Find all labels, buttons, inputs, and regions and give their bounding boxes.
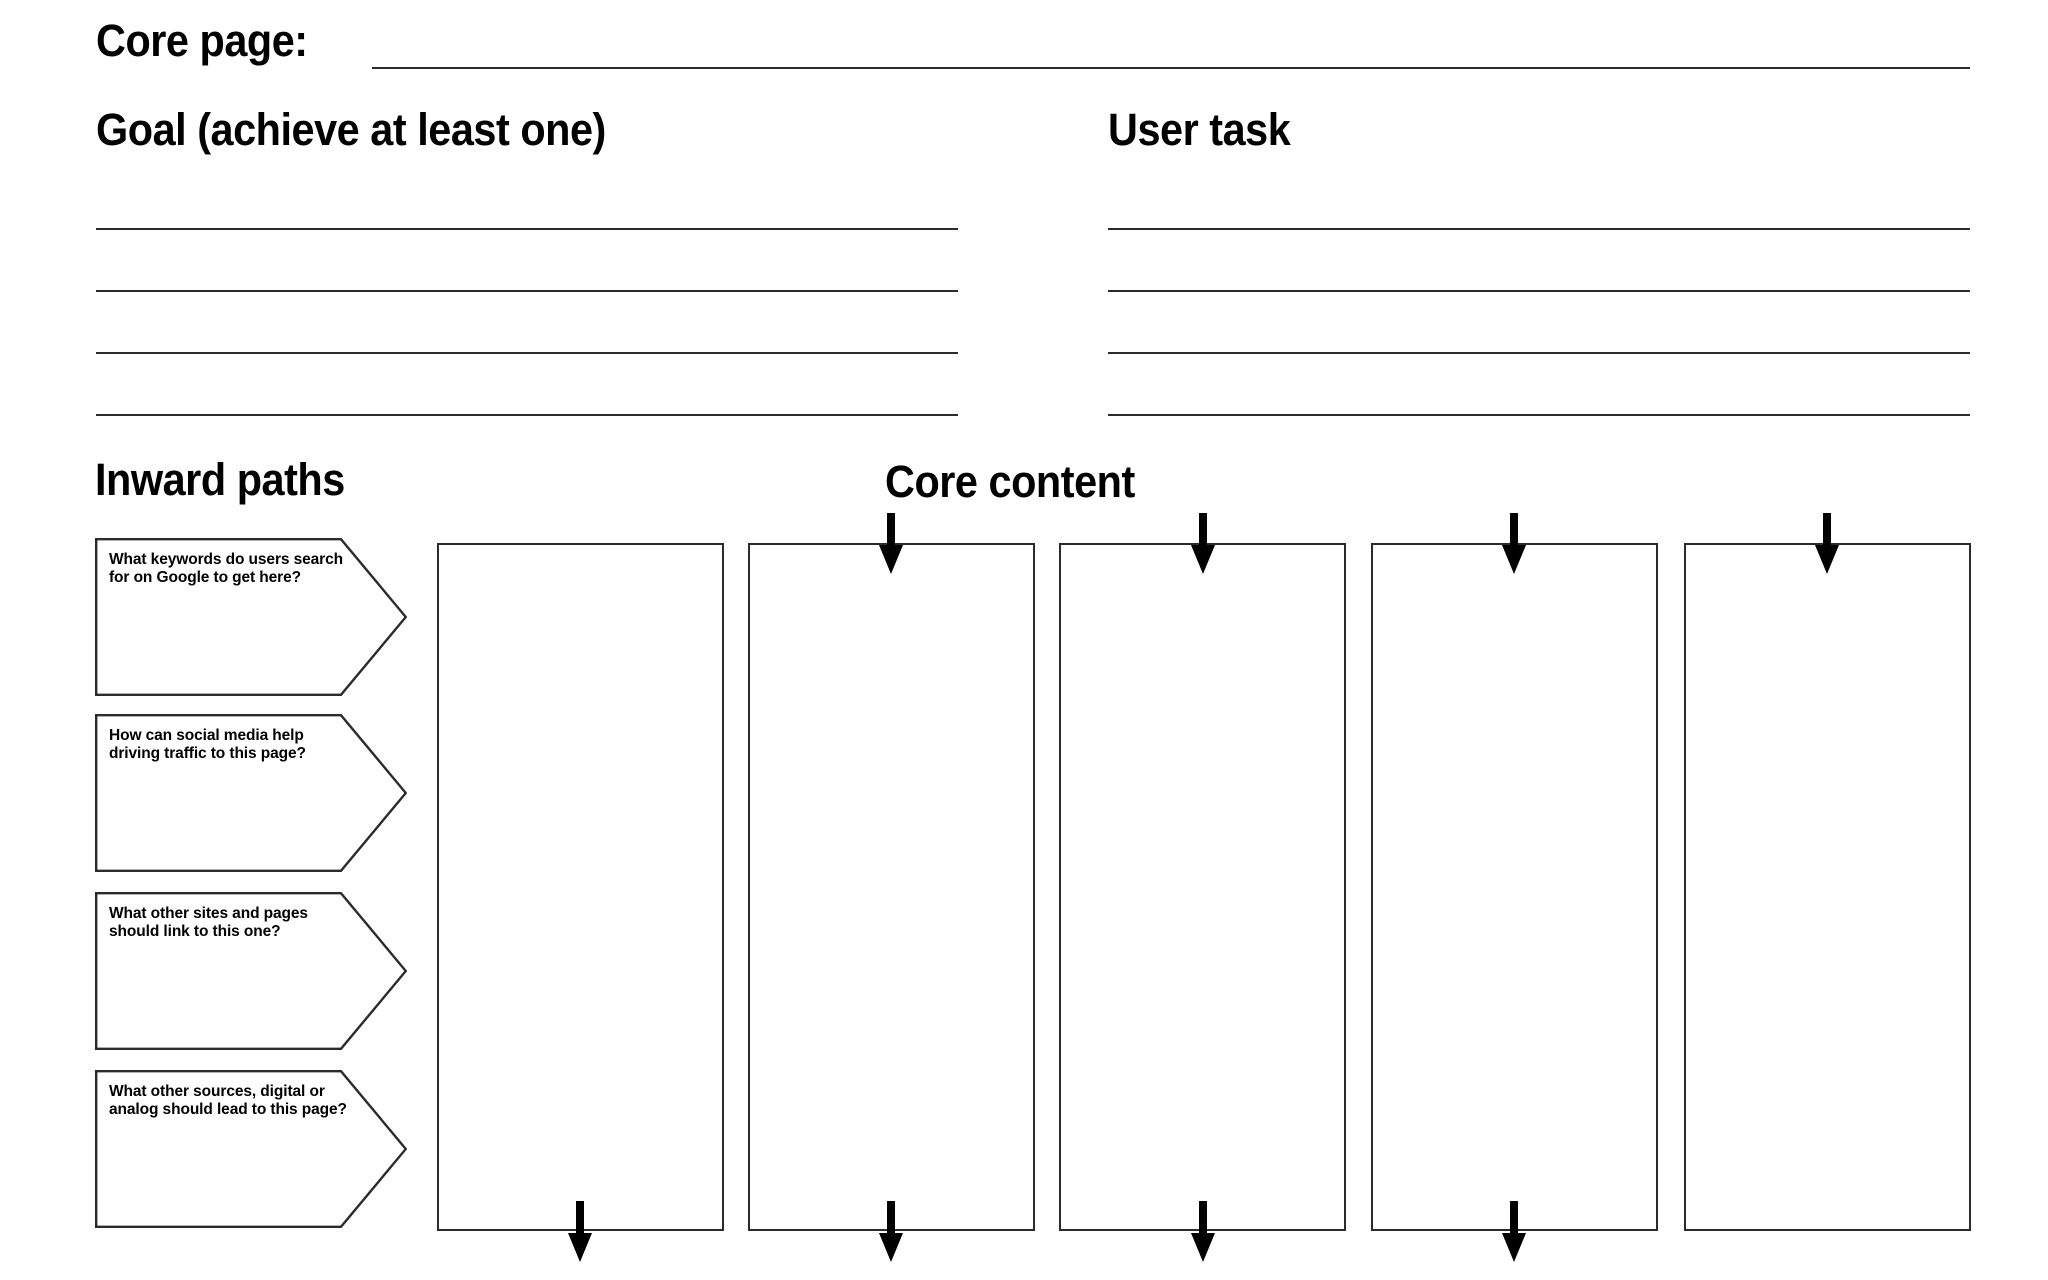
inward-path-question: What other sources, digital or analog sh…	[109, 1083, 347, 1118]
core-content-column[interactable]	[1371, 543, 1658, 1231]
user-task-line-3[interactable]	[1108, 352, 1970, 354]
inward-path-callout[interactable]: What keywords do users search for on Goo…	[95, 538, 407, 696]
arrow-down-icon	[1186, 1201, 1220, 1263]
inward-path-callout[interactable]: How can social media help driving traffi…	[95, 714, 407, 872]
arrow-down-icon	[563, 1201, 597, 1263]
inward-path-question: How can social media help driving traffi…	[109, 727, 306, 762]
arrow-down-icon	[874, 1201, 908, 1263]
core-page-input-rule[interactable]	[372, 67, 1970, 69]
inward-path-question: What keywords do users search for on Goo…	[109, 551, 343, 586]
user-task-line-4[interactable]	[1108, 414, 1970, 416]
inward-path-callout[interactable]: What other sources, digital or analog sh…	[95, 1070, 407, 1228]
core-content-column[interactable]	[1684, 543, 1971, 1231]
user-task-line-1[interactable]	[1108, 228, 1970, 230]
arrow-down-icon	[1497, 1201, 1531, 1263]
arrow-down-icon	[874, 513, 908, 575]
inward-paths-heading: Inward paths	[95, 454, 345, 505]
user-task-heading: User task	[1108, 104, 1291, 155]
chevron-shape-icon	[95, 538, 407, 696]
inward-path-question: What other sites and pages should link t…	[109, 905, 308, 940]
chevron-shape-icon	[95, 1070, 407, 1228]
arrow-down-icon	[1186, 513, 1220, 575]
goal-heading: Goal (achieve at least one)	[96, 104, 606, 155]
user-task-line-2[interactable]	[1108, 290, 1970, 292]
arrow-down-icon	[1497, 513, 1531, 575]
core-content-column[interactable]	[437, 543, 724, 1231]
goal-line-1[interactable]	[96, 228, 958, 230]
goal-line-2[interactable]	[96, 290, 958, 292]
inward-path-callout[interactable]: What other sites and pages should link t…	[95, 892, 407, 1050]
core-content-heading: Core content	[885, 456, 1135, 507]
arrow-down-icon	[1810, 513, 1844, 575]
core-content-column[interactable]	[748, 543, 1035, 1231]
goal-line-4[interactable]	[96, 414, 958, 416]
page-title: Core page:	[96, 15, 308, 66]
chevron-shape-icon	[95, 714, 407, 872]
chevron-shape-icon	[95, 892, 407, 1050]
goal-line-3[interactable]	[96, 352, 958, 354]
core-content-column[interactable]	[1059, 543, 1346, 1231]
